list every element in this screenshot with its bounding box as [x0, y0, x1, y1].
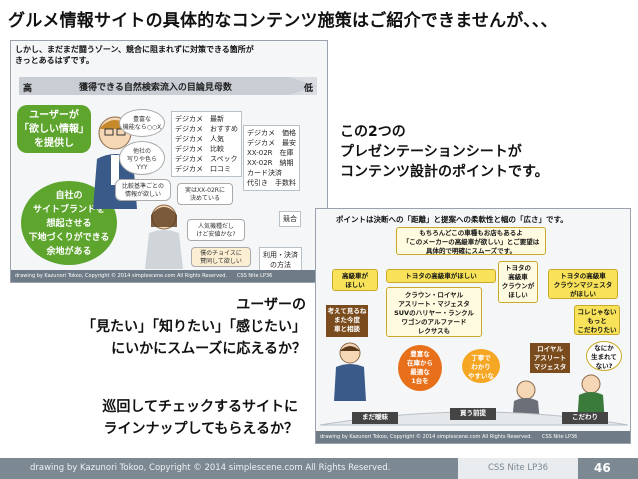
thought-bubble-6: 僕のチョイスに 賛同して欲しい [191, 247, 251, 267]
key-point-text: この2つの プレゼンテーションシートが コンテンツ設計のポイントです。 [340, 124, 549, 180]
question-lineup: 巡回してチェックするサイトに ラインナップしてもらえるか？ [102, 399, 298, 437]
tag-not-this: コレじゃない もっと こだわりたい [574, 305, 620, 335]
thought-bubble-1: 豊富な 機能なら○○X [119, 109, 165, 137]
stage-vague: まだ曖昧 [352, 412, 398, 424]
footer-bar: drawing by Kazunori Tokoo, Copyright © 2… [0, 458, 638, 479]
keyword-list-b: デジカメ 価格 デジカメ 最安 XX-02R 在庫 XX-02R 納期 カード決… [243, 125, 300, 191]
stage-buying: 買う前提 [450, 408, 496, 420]
tag-consider: 考えて見るね また今度 車と相談 [326, 305, 368, 337]
footer-event: CSS Nite LP36 [458, 458, 578, 479]
traffic-band: 獲得できる自然検索流入の目論見母数 [19, 77, 317, 95]
page-title: グルメ情報サイトの具体的なコンテンツ施策はご紹介できませんが、、、 [8, 11, 558, 31]
thought-bubble-5: 人気機種だし けど安値かな? [187, 219, 245, 241]
label-low: 低 [303, 84, 313, 94]
slide1-footer: drawing by Kazunori Tokoo, Copyright © 2… [11, 270, 327, 282]
band-arrow-icon [19, 77, 317, 95]
slide2-footer: drawing by Kazunori Tokoo, Copyright © 2… [316, 431, 630, 443]
tag-something: なにか 生まれて ない? [586, 341, 622, 371]
side-label-competitor: 競合 [279, 211, 301, 227]
tag-luxury-car: 高級車が ほしい [332, 269, 378, 291]
keyword-list-a: デジカメ 最新 デジカメ おすすめ デジカメ 人気 デジカメ 比較 デジカメ ス… [171, 111, 242, 177]
question-smooth: ユーザーの 「見たい」「知りたい」「感じたい」 にいかにスムーズに応えるか？ [82, 297, 306, 357]
orange-bubble-clear: 丁寧で わかり やすいな [462, 349, 500, 383]
thought-bubble-3: 比較基準ごとの 情報が欲しい [115, 179, 171, 201]
page-number: 46 [594, 461, 611, 475]
orange-bubble-stock: 豊富な 在庫から 最適な 1台を [398, 345, 442, 391]
model-list: クラウン・ロイヤル アスリート・マジェスタ SUVのハリヤー・ランクル ワゴンの… [386, 287, 482, 337]
slide-seo-zone: しかし、まだまだ闘うゾーン、競合に阻まれずに対策できる箇所が きっとあるはずです… [10, 40, 328, 283]
user-info-box: ユーザーが 「欲しい情報」 を提供し [17, 105, 91, 153]
stage-particular: こだわり [562, 412, 608, 424]
customer-illustration-icon [334, 342, 366, 401]
slide2-header: ポイントは決断への「距離」と提案への柔軟性と幅の「広さ」です。 [336, 215, 568, 224]
thought-bubble-4: 実はXX-02Rに 決めている [177, 183, 233, 205]
footer-credit: drawing by Kazunori Tokoo, Copyright © 2… [30, 463, 391, 473]
band-label: 獲得できる自然検索流入の目論見母数 [79, 83, 232, 93]
slide-distance-breadth: ポイントは決断への「距離」と提案への柔軟性と幅の「広さ」です。 もちろんどこの車… [315, 208, 631, 444]
tag-toyota: トヨタの高級車がほしい [386, 269, 496, 283]
label-high: 高 [23, 84, 33, 94]
tag-royal: ロイヤル アスリート マジェスタ [530, 343, 570, 373]
slide1-header: しかし、まだまだ闘うゾーン、競合に阻まれずに対策できる箇所が きっとあるはずです… [15, 45, 254, 65]
thought-bubble-2: 他社の 写りや色ら YYY [119, 141, 165, 175]
request-note: もちろんどこの車種もお店もあるよ 「このメーカーの高級車が欲しい」とご要望は 具… [396, 227, 546, 255]
woman-illustration-icon [145, 204, 183, 269]
tag-crown: トヨタの 高級車 クラウンが ほしい [498, 261, 538, 303]
tag-majesta: トヨタの高級車 クラウンマジェスタ がほしい [548, 269, 618, 299]
